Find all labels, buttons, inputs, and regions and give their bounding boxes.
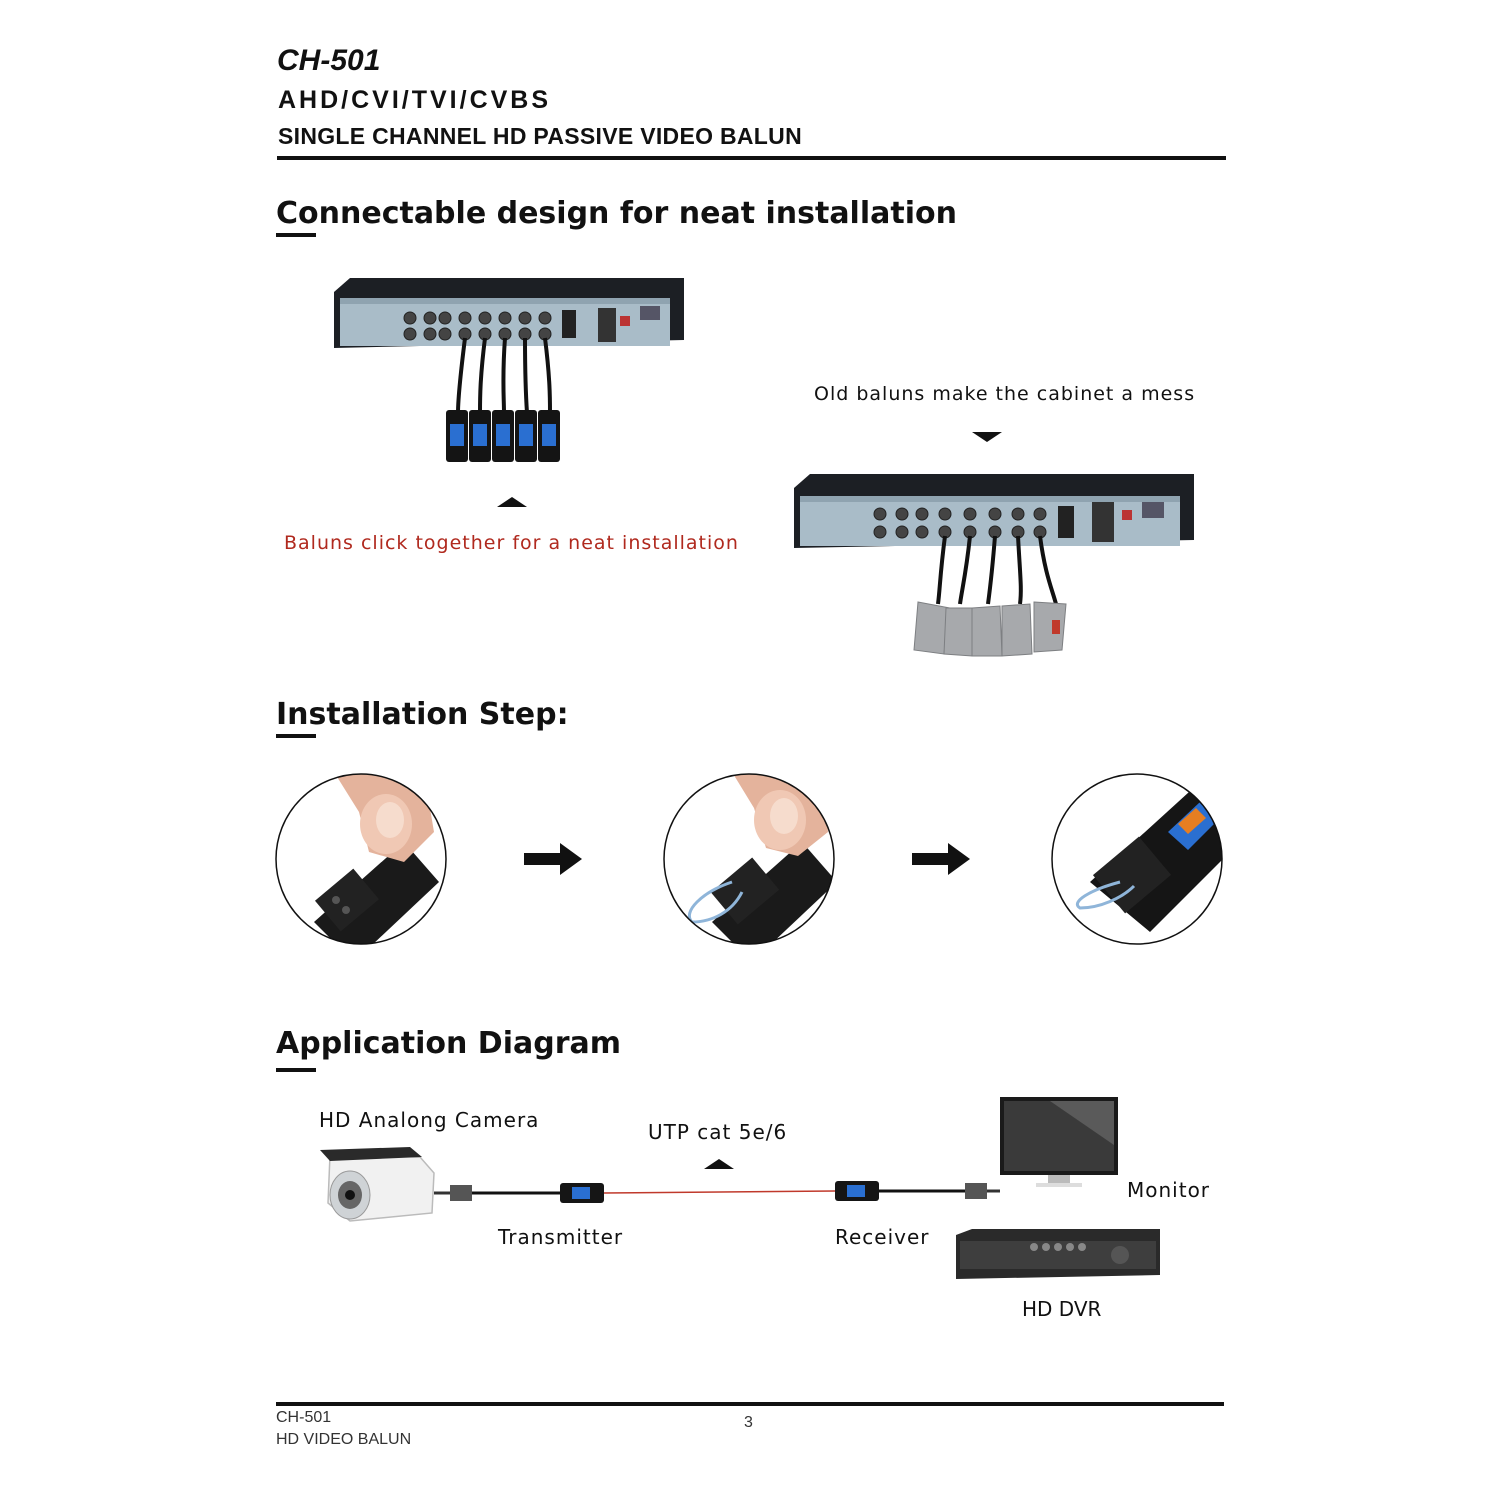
installation-step-2-photo bbox=[663, 773, 835, 945]
footer-model: CH-501 bbox=[276, 1409, 332, 1426]
page-number: 3 bbox=[744, 1414, 753, 1431]
receiver-icon bbox=[835, 1181, 879, 1201]
camera-label: HD Analong Camera bbox=[319, 1108, 540, 1132]
application-diagram bbox=[320, 1097, 1160, 1279]
section-heading-installation: Installation Step: bbox=[276, 697, 569, 732]
monitor-icon bbox=[1000, 1097, 1118, 1187]
old-balun-caption: Old baluns make the cabinet a mess bbox=[814, 383, 1196, 405]
monitor-label: Monitor bbox=[1127, 1178, 1211, 1202]
dvr-label: HD DVR bbox=[1022, 1297, 1102, 1321]
installation-step-1-photo bbox=[275, 773, 447, 945]
arrow-up-icon bbox=[704, 1159, 734, 1169]
header-rule bbox=[277, 156, 1226, 160]
installation-step-3-photo bbox=[1051, 773, 1223, 945]
section-heading-underline bbox=[276, 233, 316, 237]
footer-product: HD VIDEO BALUN bbox=[276, 1431, 412, 1448]
dvr-with-old-baluns-photo bbox=[794, 474, 1194, 657]
cable-label: UTP cat 5e/6 bbox=[648, 1120, 788, 1144]
camera-icon bbox=[320, 1147, 435, 1222]
arrow-right-icon bbox=[912, 843, 970, 875]
document-product-name: SINGLE CHANNEL HD PASSIVE VIDEO BALUN bbox=[278, 123, 802, 149]
dvr-with-new-baluns-photo bbox=[334, 278, 684, 462]
footer-rule bbox=[276, 1402, 1224, 1406]
arrow-up-icon bbox=[497, 497, 527, 507]
section-heading-underline bbox=[276, 1068, 316, 1072]
transmitter-label: Transmitter bbox=[498, 1225, 624, 1249]
document-model: CH-501 bbox=[277, 44, 381, 77]
section-heading-connectable: Connectable design for neat installation bbox=[276, 196, 957, 231]
document-formats: AHD/CVI/TVI/CVBS bbox=[278, 86, 552, 114]
new-balun-caption: Baluns click together for a neat install… bbox=[284, 532, 739, 554]
dvr-icon bbox=[956, 1229, 1160, 1279]
arrow-right-icon bbox=[524, 843, 582, 875]
section-heading-underline bbox=[276, 734, 316, 738]
transmitter-icon bbox=[560, 1183, 604, 1203]
arrow-down-icon bbox=[972, 432, 1002, 442]
receiver-label: Receiver bbox=[835, 1225, 930, 1249]
section-heading-application: Application Diagram bbox=[276, 1026, 621, 1061]
